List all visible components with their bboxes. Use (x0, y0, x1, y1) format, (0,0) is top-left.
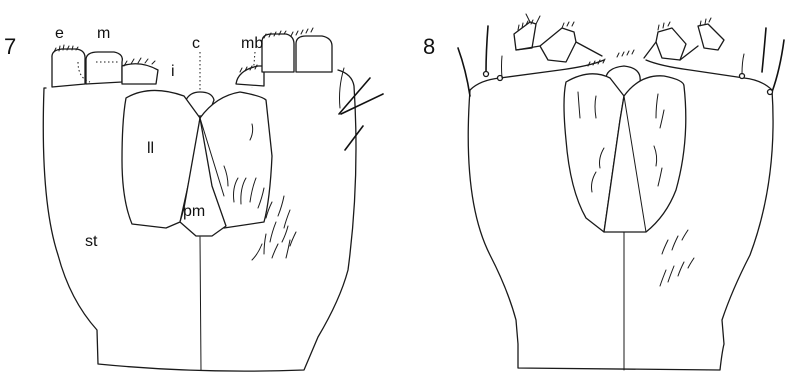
figure-7-label-i: i (171, 63, 175, 80)
figure-7-left-palp-m (86, 52, 122, 84)
figure-7: 7 (4, 25, 383, 371)
figure-7-label-e: e (55, 25, 64, 42)
figure-7-left-lobe (122, 64, 158, 84)
figure-8: 8 (423, 14, 784, 370)
figure-7-number: 7 (4, 34, 16, 59)
figure-8-palp-4 (698, 24, 724, 50)
figure-8-palp-hairs-2 (562, 22, 574, 28)
figure-8-palp-3 (656, 28, 686, 60)
figure-7-midline (200, 237, 201, 370)
figure-7-edge-bristles (339, 68, 383, 150)
figure-7-left-palp-e (52, 49, 85, 87)
figure-7-label-ll: ll (147, 140, 154, 157)
figure-7-right-palp-2 (296, 36, 332, 72)
figure-7-label-pm: pm (183, 203, 205, 220)
figure-7-right-palp-1 (262, 34, 294, 72)
figure-8-palp-1 (514, 22, 536, 50)
figure-8-number: 8 (423, 34, 435, 59)
figure-7-label-c: c (192, 35, 200, 52)
figure-7-label-mb: mb (241, 35, 263, 52)
figure-7-label-m: m (97, 25, 110, 42)
figure-8-palp-2 (540, 28, 576, 62)
figure-7-label-st: st (85, 233, 98, 250)
